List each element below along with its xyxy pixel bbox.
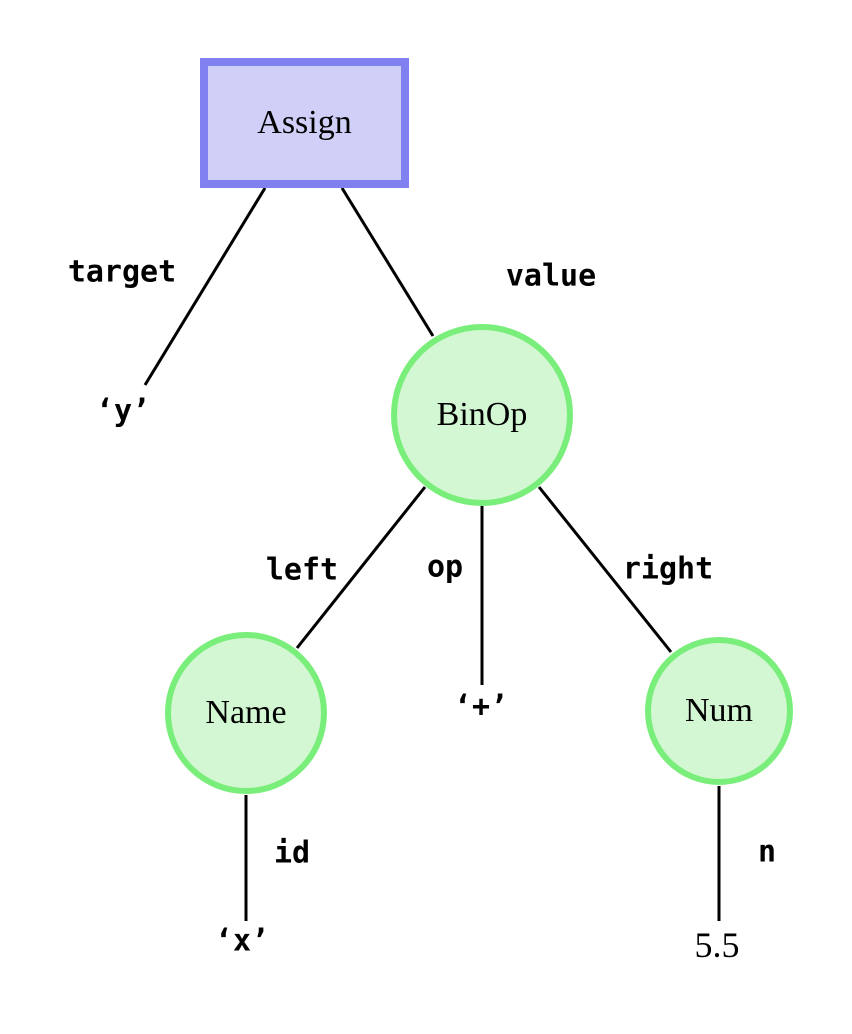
node-name-label: Name [205, 694, 287, 731]
leaf-value-x: ‘x’ [214, 923, 270, 959]
node-assign-label: Assign [257, 104, 352, 141]
leaf-value-y: ‘y’ [95, 393, 151, 429]
node-assign: Assign [200, 58, 409, 188]
node-binop: BinOp [391, 324, 573, 506]
edge-label-left: left [265, 552, 339, 588]
node-name: Name [165, 632, 327, 794]
edge-label-target: target [67, 254, 177, 290]
edge-label-op: op [426, 549, 464, 585]
edge-binop-right-num [537, 486, 673, 653]
edge-label-id: id [273, 835, 311, 871]
edge-label-value: value [505, 258, 597, 294]
edge-label-n: n [757, 834, 777, 870]
edge-assign-value-binop [340, 187, 435, 337]
edge-assign-target-y [143, 187, 267, 386]
edge-label-right: right [622, 551, 714, 587]
edge-binop-left-name [295, 486, 427, 649]
node-num-label: Num [685, 692, 753, 729]
leaf-value-num: 5.5 [694, 925, 740, 965]
leaf-value-plus: ‘+’ [453, 689, 509, 725]
node-num: Num [645, 637, 793, 785]
node-binop-label: BinOp [436, 396, 528, 433]
